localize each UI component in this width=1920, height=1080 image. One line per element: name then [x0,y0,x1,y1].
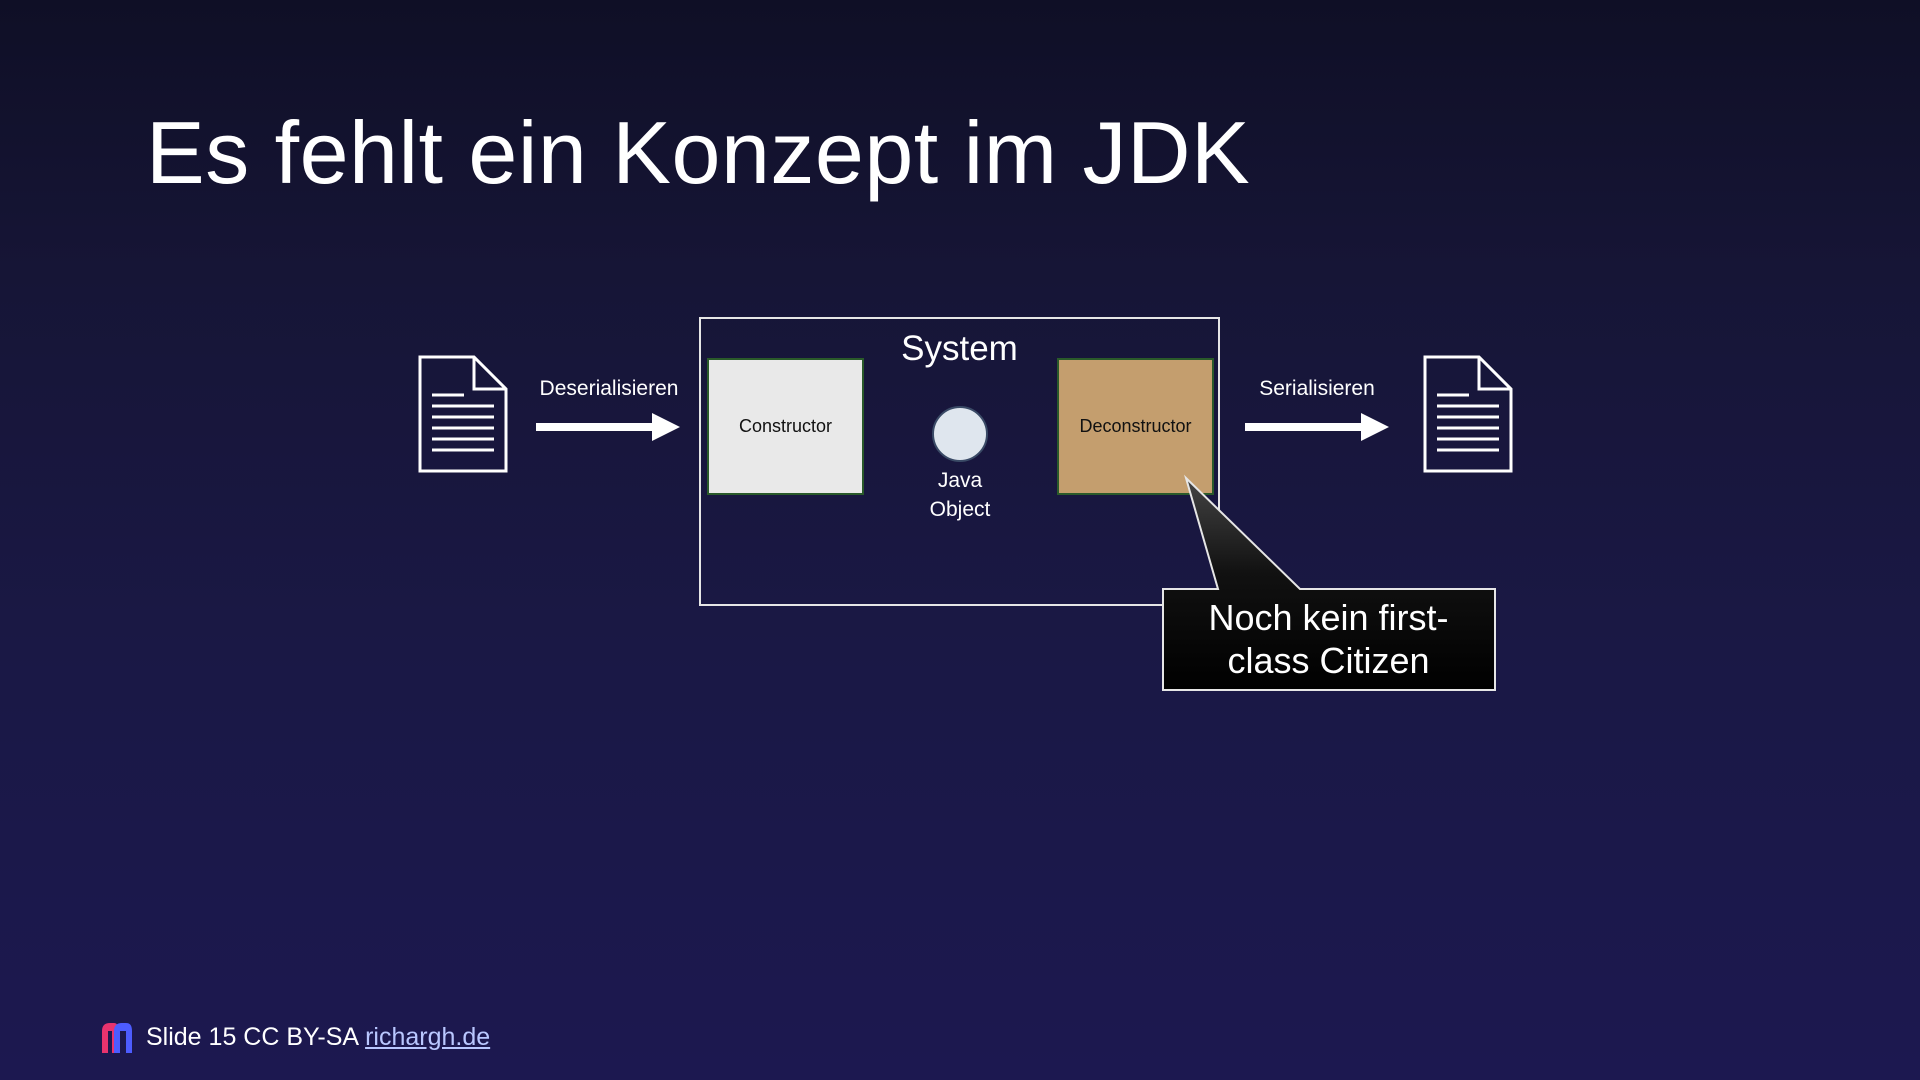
deserialize-label: Deserialisieren [539,377,679,400]
arrow-right-icon [1245,413,1389,441]
callout-text: Noch kein first- class Citizen [1163,588,1494,690]
document-icon [1423,355,1513,473]
slide-title: Es fehlt ein Konzept im JDK [146,103,1251,202]
java-object-circle [932,406,988,462]
arrow-right-icon [536,413,680,441]
constructor-box: Constructor [707,358,864,495]
callout-line1: Noch kein first- [1208,597,1449,638]
system-label: System [901,329,1018,368]
system-box: System [699,317,1220,606]
deconstructor-label: Deconstructor [1079,416,1192,436]
constructor-label: Constructor [738,416,833,436]
java-object-label-line2: Object [929,498,991,521]
footer-slide-text: Slide 15 CC BY-SA [146,1022,360,1051]
deconstructor-box: Deconstructor [1057,358,1214,495]
footer: Slide 15 CC BY-SA richargh.de [100,1020,490,1054]
callout-line2: class Citizen [1227,640,1430,681]
document-icon [418,355,508,473]
java-object-label: Java Object [900,466,1020,524]
java-object-label-line1: Java [937,469,983,492]
logo-icon [102,1023,132,1053]
footer-link[interactable]: richargh.de [365,1022,491,1051]
serialize-label: Serialisieren [1259,377,1375,400]
